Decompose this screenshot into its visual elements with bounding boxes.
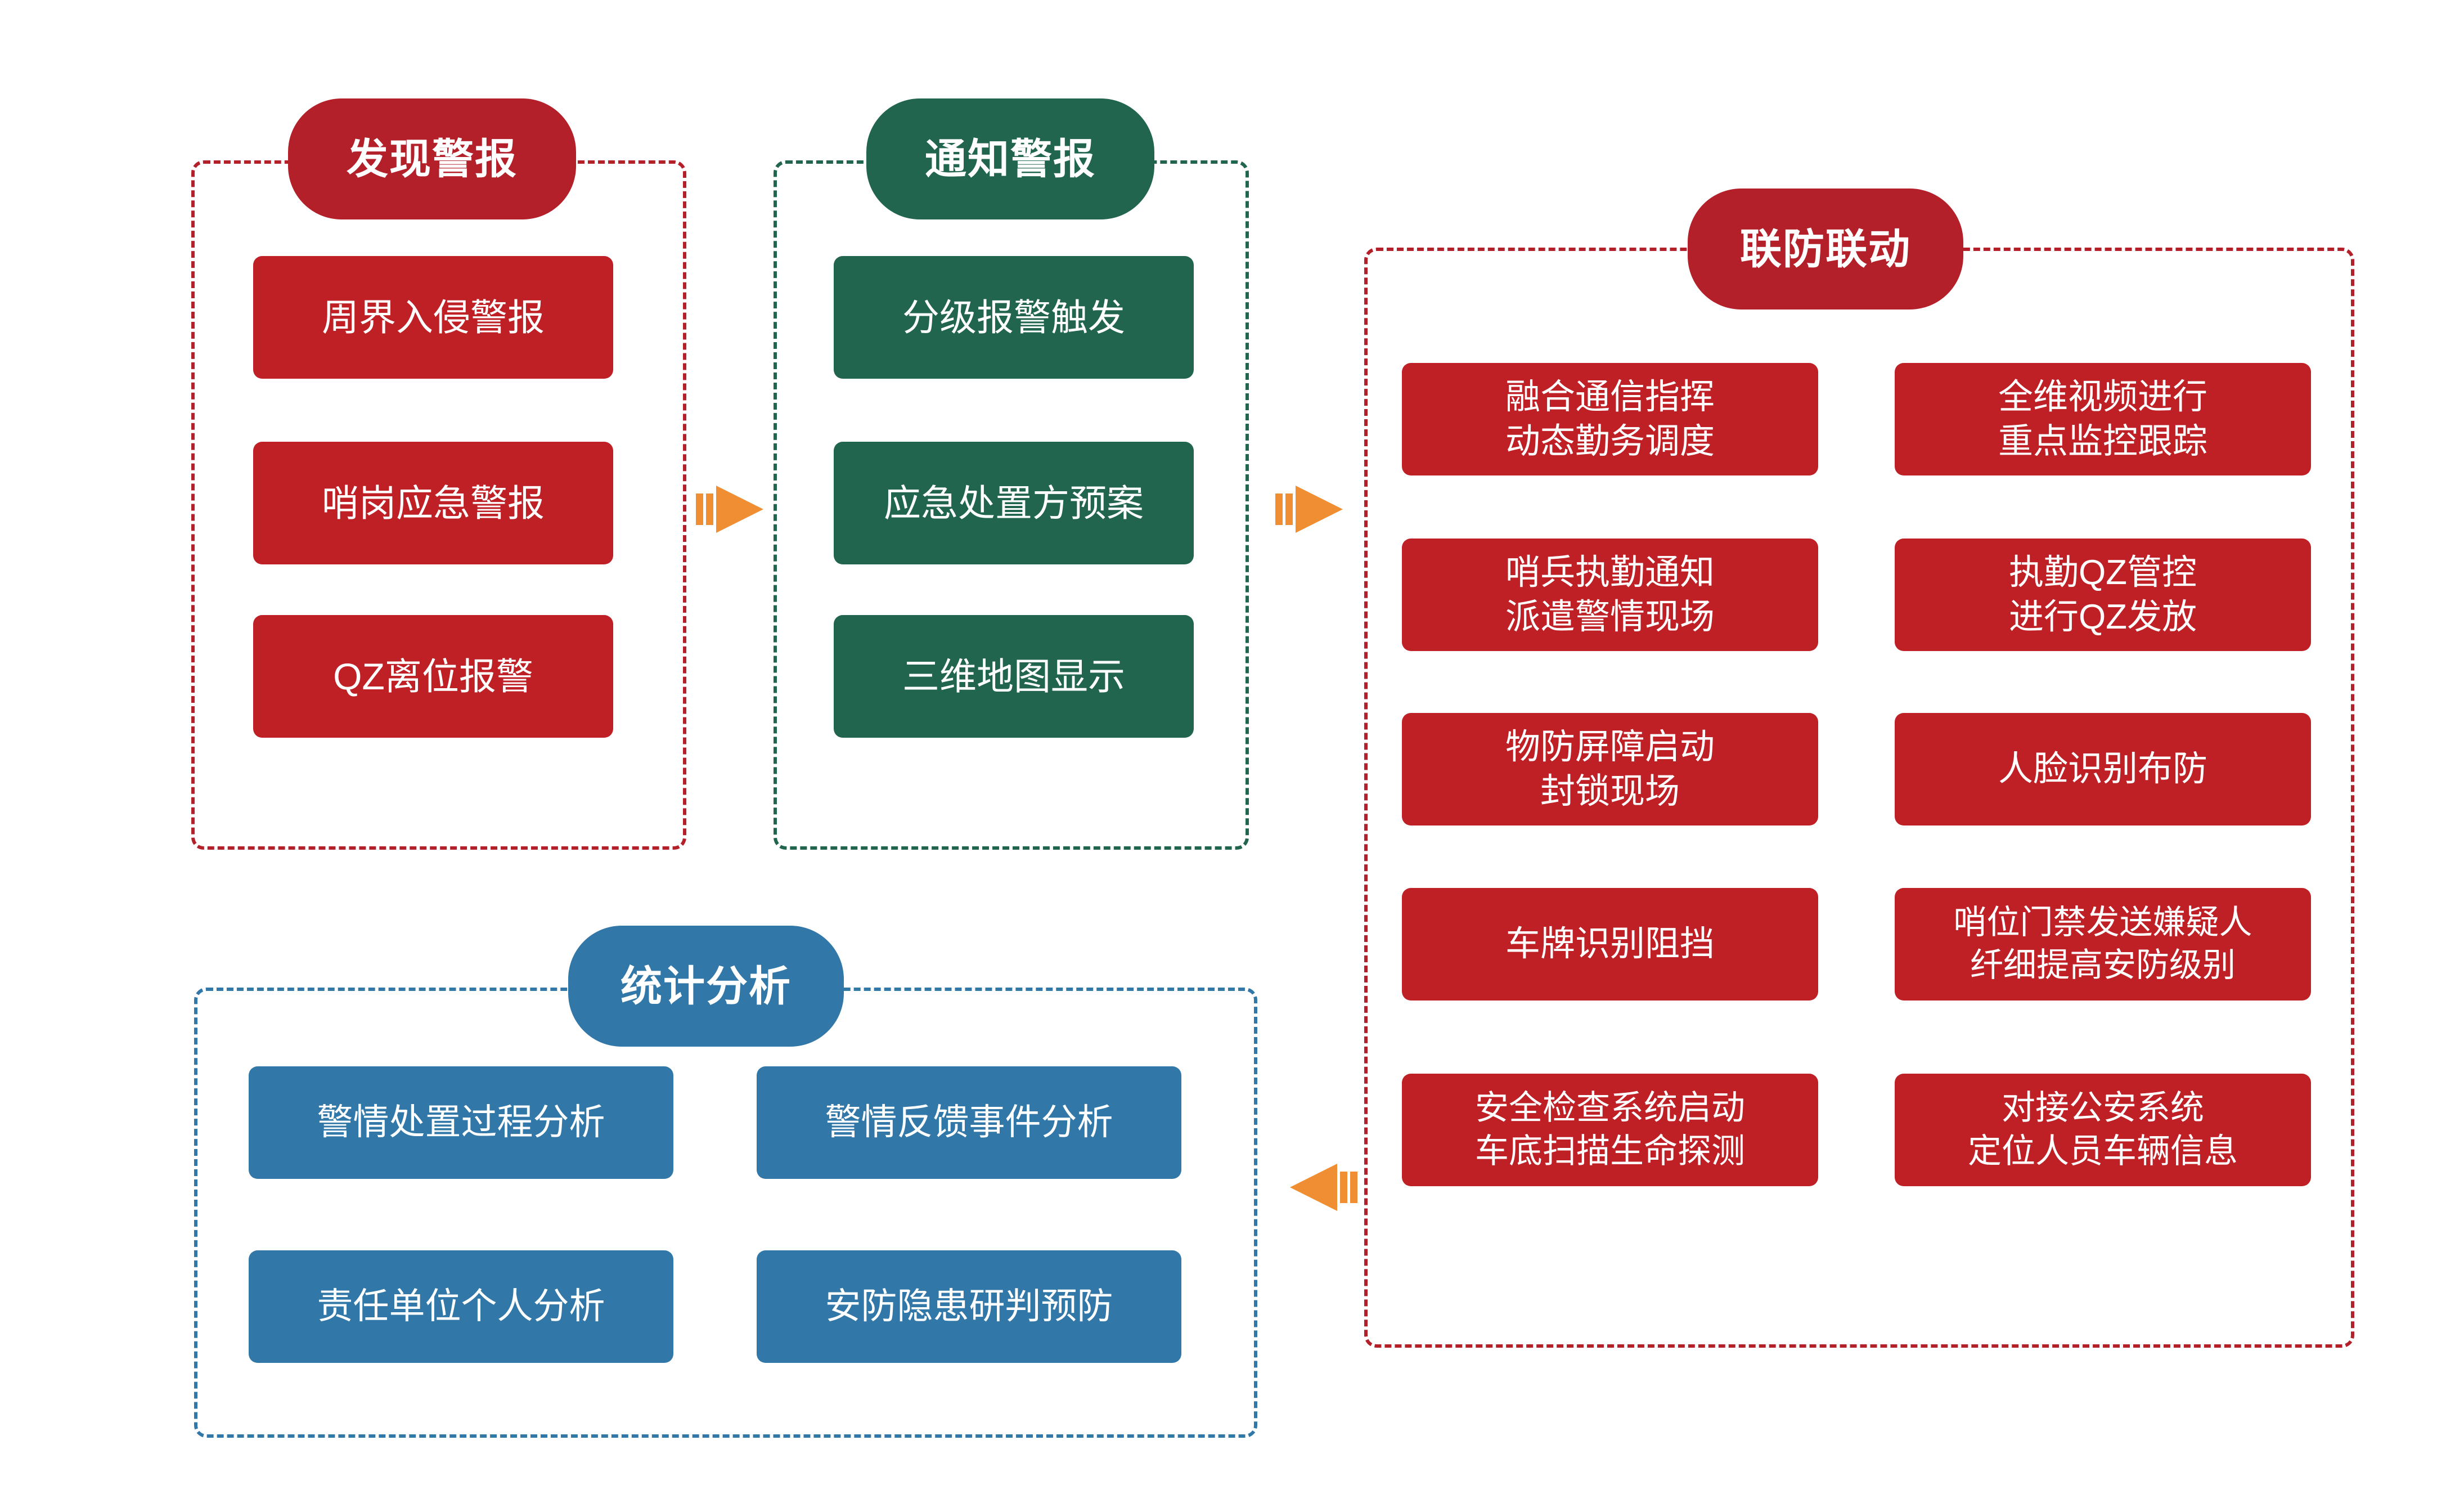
item-line: 人脸识别布防 (1998, 750, 2207, 789)
item-line: 融合通信指挥 (1505, 377, 1715, 416)
item-line: 纤细提高安防级别 (1970, 946, 2236, 984)
item-joint-5[interactable]: 物防屏障启动 封锁现场 (1402, 713, 1818, 825)
arrow-discover-to-notify (695, 475, 768, 543)
item-line: 重点监控跟踪 (1998, 422, 2207, 461)
item-discover-1[interactable]: 周界入侵警报 (253, 256, 613, 379)
item-statistics-4[interactable]: 安防隐患研判预防 (757, 1250, 1181, 1363)
item-joint-10[interactable]: 对接公安系统 定位人员车辆信息 (1895, 1074, 2311, 1186)
item-joint-6[interactable]: 人脸识别布防 (1895, 713, 2311, 825)
item-line: 分级报警触发 (902, 296, 1125, 338)
item-line: 进行QZ发放 (2008, 598, 2197, 636)
item-line: 安全检查系统启动 (1475, 1089, 1745, 1127)
item-line: 封锁现场 (1540, 772, 1680, 811)
item-line: 安防隐患研判预防 (825, 1286, 1113, 1327)
item-line: 哨岗应急警报 (322, 482, 545, 524)
item-line: 三维地图显示 (902, 655, 1125, 697)
item-line: 车底扫描生命探测 (1475, 1132, 1745, 1170)
item-line: 对接公安系统 (2002, 1089, 2204, 1127)
item-joint-2[interactable]: 全维视频进行 重点监控跟踪 (1895, 363, 2311, 475)
item-joint-4[interactable]: 执勤QZ管控 进行QZ发放 (1895, 539, 2311, 651)
item-joint-1[interactable]: 融合通信指挥 动态勤务调度 (1402, 363, 1818, 475)
item-line: 定位人员车辆信息 (1968, 1132, 2238, 1170)
badge-joint-defense[interactable]: 联防联动 (1688, 189, 1963, 309)
item-line: 执勤QZ管控 (2008, 553, 2197, 592)
arrow-joint-defense-to-statistics (1285, 1154, 1359, 1221)
item-notify-2[interactable]: 应急处置方预案 (834, 442, 1194, 564)
item-line: QZ离位报警 (333, 655, 533, 697)
item-notify-3[interactable]: 三维地图显示 (834, 615, 1194, 738)
item-line: 警情处置过程分析 (317, 1102, 605, 1143)
item-line: 车牌识别阻挡 (1505, 925, 1715, 964)
badge-notify-alarm[interactable]: 通知警报 (866, 98, 1154, 219)
item-joint-3[interactable]: 哨兵执勤通知 派遣警情现场 (1402, 539, 1818, 651)
item-joint-9[interactable]: 安全检查系统启动 车底扫描生命探测 (1402, 1074, 1818, 1186)
item-discover-3[interactable]: QZ离位报警 (253, 615, 613, 738)
badge-statistics[interactable]: 统计分析 (568, 926, 844, 1047)
panel-statistics (194, 988, 1257, 1438)
item-joint-8[interactable]: 哨位门禁发送嫌疑人 纤细提高安防级别 (1895, 888, 2311, 1001)
item-statistics-2[interactable]: 警情反馈事件分析 (757, 1066, 1181, 1179)
item-joint-7[interactable]: 车牌识别阻挡 (1402, 888, 1818, 1001)
item-line: 哨兵执勤通知 (1505, 553, 1715, 592)
badge-discover-alarm[interactable]: 发现警报 (288, 98, 576, 219)
item-discover-2[interactable]: 哨岗应急警报 (253, 442, 613, 564)
item-line: 物防屏障启动 (1505, 727, 1715, 766)
item-line: 动态勤务调度 (1505, 422, 1715, 461)
item-line: 应急处置方预案 (884, 482, 1144, 524)
item-line: 周界入侵警报 (322, 296, 545, 338)
item-line: 全维视频进行 (1998, 377, 2207, 416)
arrow-notify-to-joint-defense (1274, 475, 1347, 543)
item-notify-1[interactable]: 分级报警触发 (834, 256, 1194, 379)
item-line: 责任单位个人分析 (317, 1286, 605, 1327)
item-statistics-3[interactable]: 责任单位个人分析 (249, 1250, 673, 1363)
item-line: 警情反馈事件分析 (825, 1102, 1113, 1143)
item-statistics-1[interactable]: 警情处置过程分析 (249, 1066, 673, 1179)
item-line: 派遣警情现场 (1505, 598, 1715, 636)
item-line: 哨位门禁发送嫌疑人 (1953, 904, 2252, 941)
